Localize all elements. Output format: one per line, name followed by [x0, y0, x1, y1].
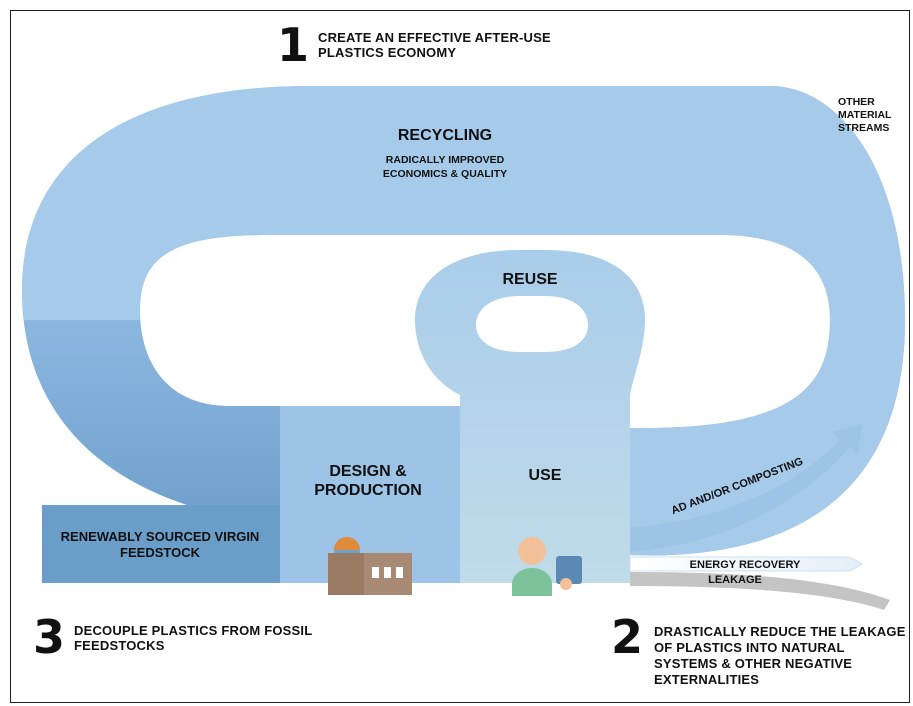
factory-icon [328, 537, 412, 595]
leakage-arrow [630, 572, 890, 610]
energy-recovery-arrow [629, 556, 863, 572]
leakage-label: LEAKAGE [708, 574, 762, 586]
reuse-label: REUSE [502, 271, 558, 288]
other-streams-branch [760, 96, 826, 175]
goal-3-text: DECOUPLE PLASTICS FROM FOSSIL FEEDSTOCKS [74, 623, 313, 653]
diagram-frame [10, 10, 910, 703]
feedstock-block [42, 505, 280, 583]
ad-composting-arrow [630, 424, 862, 552]
goal-1-text: CREATE AN EFFECTIVE AFTER-USE PLASTICS E… [318, 30, 551, 60]
feedstock-label: RENEWABLY SOURCED VIRGIN FEEDSTOCK [60, 529, 260, 560]
recycling-title: RECYCLING [397, 127, 493, 144]
use-label: USE [528, 467, 562, 484]
design-production-label: DESIGN & PRODUCTION [314, 463, 422, 499]
goal-3-number: 3 [33, 610, 66, 664]
recycling-loop-top [22, 86, 905, 556]
goal-2-text: DRASTICALLY REDUCE THE LEAKAGE OF PLASTI… [654, 624, 906, 687]
energy-recovery-label: ENERGY RECOVERY [689, 559, 801, 571]
goal-1-number: 1 [277, 18, 310, 72]
recycling-subtitle: RADICALLY IMPROVED ECONOMICS & QUALITY [382, 154, 508, 180]
person-icon [512, 537, 582, 596]
goal-2-number: 2 [611, 610, 644, 664]
reuse-loop [415, 250, 645, 583]
other-material-streams-label: OTHER MATERIAL STREAMS [838, 96, 892, 134]
